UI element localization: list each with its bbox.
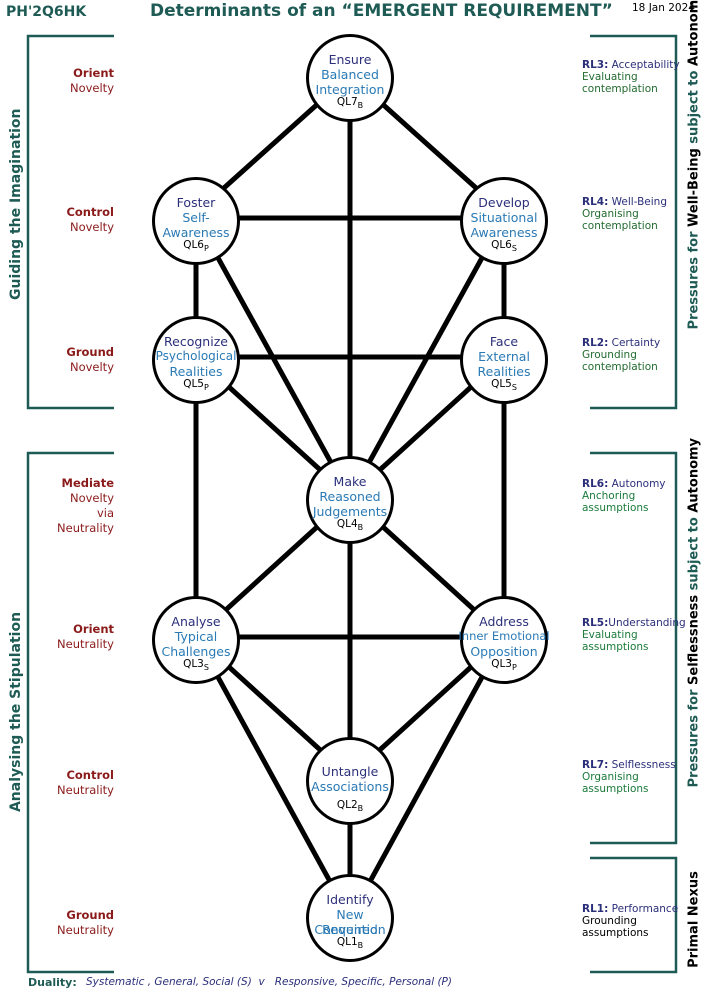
node-ql6p-foster-self-awareness[interactable]: Foster Self- Awareness QL6P: [152, 177, 240, 265]
node-code: QL5S: [491, 377, 517, 392]
node-ql6s-develop-situational-awareness[interactable]: Develop Situational Awareness QL6S: [460, 177, 548, 265]
node-code: QL1B: [336, 935, 364, 950]
node-line: Opposition: [470, 644, 538, 659]
node-line: Identify: [326, 892, 374, 907]
node-ql3s-analyse-typical-challenges[interactable]: Analyse Typical Challenges QL3S: [152, 596, 240, 684]
node-ql2-untangle-associations[interactable]: Untangle Associations QL2B: [306, 737, 394, 825]
node-ql1-identify-new-required-convention[interactable]: Identify New Required Convention QL1B: [306, 874, 394, 962]
node-code: QL4B: [336, 517, 364, 532]
node-line: Inner Emotional: [458, 629, 550, 643]
node-line: New Required: [322, 907, 378, 937]
node-line: Self-: [182, 210, 210, 225]
node-ql7-ensure-balanced-integration[interactable]: Ensure Balanced Integration QL7B: [306, 34, 394, 122]
node-line: Reasoned: [319, 489, 381, 504]
node-line: Ensure: [328, 52, 372, 67]
node-line: Integration: [315, 82, 385, 97]
node-line: Realities: [169, 364, 223, 379]
node-code: QL7B: [336, 95, 364, 110]
node-line: Address: [479, 614, 529, 629]
footer-duality-label: Duality:: [28, 976, 77, 989]
node-line: Analyse: [171, 614, 221, 629]
node-code: QL6S: [491, 238, 517, 253]
node-code: QL2B: [336, 798, 364, 813]
node-ql5s-face-external-realities[interactable]: Face External Realities QL5S: [460, 316, 548, 404]
node-line: Typical: [174, 629, 218, 644]
node-line: Convention: [314, 922, 386, 937]
node-line: Judgements: [312, 504, 388, 519]
node-code: QL5P: [183, 377, 209, 392]
node-line: Awareness: [470, 225, 538, 240]
document-date: 18 Jan 2024: [632, 2, 695, 14]
node-line: Face: [489, 334, 519, 349]
node-line: Untangle: [321, 764, 379, 779]
footer-duality-text: Systematic , General, Social (S) v Respo…: [86, 976, 452, 988]
node-line: Develop: [478, 195, 530, 210]
node-line: Realities: [477, 364, 531, 379]
node-code: QL3P: [491, 657, 517, 672]
diagram-title: Determinants of an “EMERGENT REQUIREMENT…: [150, 1, 613, 21]
node-line: Situational: [470, 210, 538, 225]
node-code: QL3S: [183, 657, 209, 672]
node-line: Awareness: [162, 225, 230, 240]
node-ql4-make-reasoned-judgements[interactable]: Make Reasoned Judgements QL4B: [306, 456, 394, 544]
node-line: External: [478, 349, 530, 364]
node-line: Challenges: [161, 644, 231, 659]
node-line: Balanced: [321, 67, 379, 82]
node-line: Psychological: [155, 349, 237, 363]
node-line: Foster: [176, 195, 216, 210]
node-line: Recognize: [164, 334, 228, 349]
node-line: Associations: [311, 779, 389, 794]
node-ql5p-recognize-psychological-realities[interactable]: Recognize Psychological Realities QL5P: [152, 316, 240, 404]
node-line: Make: [333, 474, 367, 489]
node-ql3p-address-inner-emotional-opposition[interactable]: Address Inner Emotional Opposition QL3P: [458, 596, 550, 684]
document-code: PH'2Q6HK: [6, 4, 87, 20]
node-code: QL6P: [183, 238, 209, 253]
